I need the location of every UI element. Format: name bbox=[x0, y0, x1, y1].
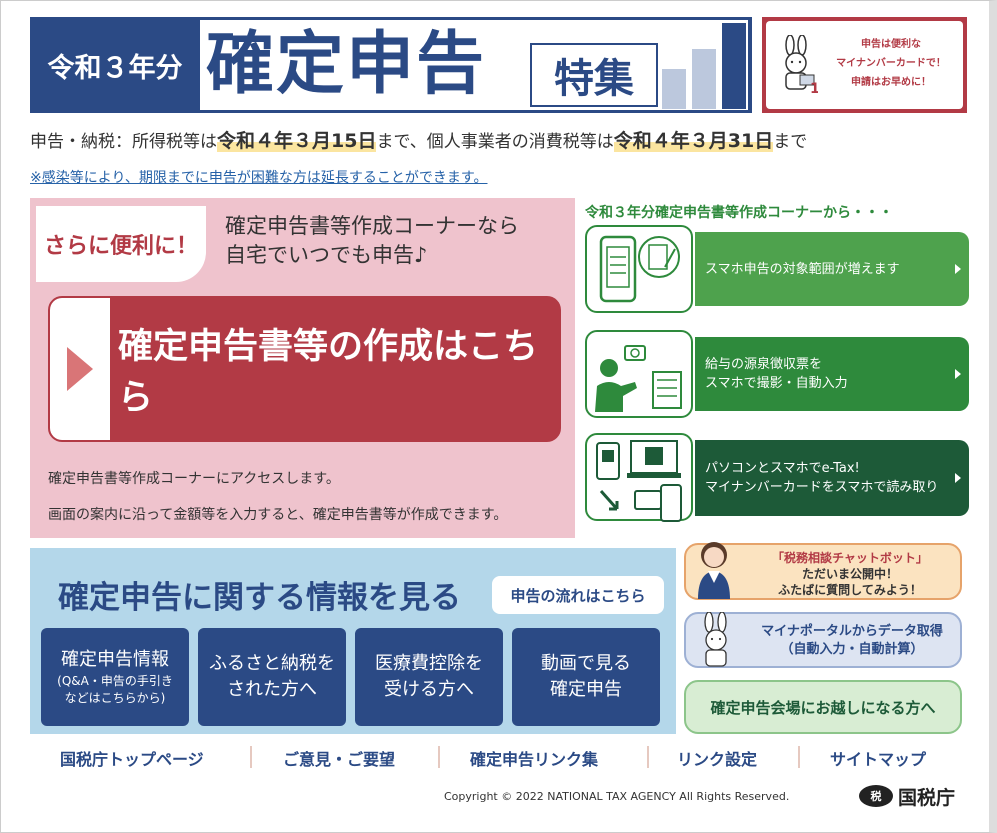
footer-link-feedback[interactable]: ご意見・ご要望 bbox=[283, 750, 396, 769]
pc-smartphone-qr-icon bbox=[585, 433, 693, 522]
svg-text:1: 1 bbox=[810, 81, 818, 95]
woman-avatar-icon bbox=[698, 542, 730, 599]
deadline-date-1: 令和４年３月15日 bbox=[217, 130, 377, 152]
header-banner: 令和３年分 確定申告 特集 bbox=[30, 17, 752, 113]
nta-emblem-icon: 税 bbox=[859, 785, 893, 807]
tile-medical-deduction[interactable]: 医療費控除を 受ける方へ bbox=[355, 628, 503, 726]
rabbit-mascot-icon: 1 bbox=[785, 35, 818, 95]
footer-link-links[interactable]: 確定申告リンク集 bbox=[470, 750, 599, 769]
chevron-right-icon bbox=[955, 264, 961, 274]
svg-text:税: 税 bbox=[871, 789, 882, 803]
mynumber-promo-banner[interactable]: 1 申告は便利な マイナンバーカードで！ 申請はお早めに！ bbox=[762, 17, 967, 113]
footer-separator bbox=[647, 746, 649, 768]
chevron-right-icon bbox=[955, 473, 961, 483]
tile-video[interactable]: 動画で見る 確定申告 bbox=[512, 628, 660, 726]
feature-item-smartphone[interactable]: スマホ申告の対象範囲が増えます bbox=[585, 225, 969, 313]
footer-separator bbox=[250, 746, 252, 768]
features-title: 令和３年分確定申告書等作成コーナーから・・・ bbox=[585, 205, 893, 221]
footer-separator bbox=[438, 746, 440, 768]
photo-document-icon bbox=[585, 330, 693, 418]
nta-name: 国税庁 bbox=[898, 786, 956, 809]
rabbit-mascot-icon bbox=[704, 612, 727, 667]
filing-flow-button[interactable]: 申告の流れはこちら bbox=[492, 576, 664, 614]
feature-item-withholding[interactable]: 給与の源泉徴収票を スマホで撮影・自動入力 bbox=[585, 330, 969, 418]
header-year: 令和３年分 bbox=[47, 52, 183, 84]
extension-link[interactable]: ※感染等により、期限までに申告が困難な方は延長することができます。 bbox=[30, 170, 488, 186]
chatbot-line-2: ただいま公開中！ bbox=[801, 567, 898, 581]
feature-button-etax[interactable]: パソコンとスマホでe-Tax! マイナンバーカードをスマホで読み取り bbox=[695, 440, 969, 516]
footer-separator bbox=[798, 746, 800, 768]
create-note-2: 画面の案内に沿って金額等を入力すると、確定申告書等が作成できます。 bbox=[48, 507, 508, 523]
info-section: 確定申告に関する情報を見る 申告の流れはこちら 確定申告情報 (Q&A・申告の手… bbox=[30, 548, 676, 734]
header-sub-title: 特集 bbox=[530, 43, 658, 107]
chatbot-title: 「税務相談チャットボット」 bbox=[772, 551, 928, 565]
info-title: 確定申告に関する情報を見る bbox=[58, 580, 461, 616]
feature-item-etax[interactable]: パソコンとスマホでe-Tax! マイナンバーカードをスマホで読み取り bbox=[585, 433, 969, 522]
create-return-button[interactable]: 確定申告書等の作成はこちら bbox=[48, 296, 561, 442]
nta-logo[interactable]: 税 国税庁 bbox=[858, 783, 955, 809]
footer-link-sitemap[interactable]: サイトマップ bbox=[830, 750, 927, 769]
create-lead: 確定申告書等作成コーナーなら 自宅でいつでも申告♪ bbox=[225, 214, 519, 267]
create-note-1: 確定申告書等作成コーナーにアクセスします。 bbox=[48, 471, 340, 487]
bar-graphic-icon bbox=[662, 23, 748, 109]
header-main-title: 確定申告 bbox=[206, 25, 487, 104]
promo-line-2: マイナンバーカードで！ bbox=[836, 58, 946, 69]
mynaportal-card[interactable]: マイナポータルからデータ取得 （自動入力・自動計算） bbox=[684, 612, 962, 668]
chatbot-line-3: ふたばに質問してみよう！ bbox=[778, 583, 922, 597]
promo-line-1: 申告は便利な bbox=[861, 39, 921, 50]
tile-filing-info[interactable]: 確定申告情報 (Q&A・申告の手引き などはこちらから) bbox=[41, 628, 189, 726]
copyright: Copyright © 2022 NATIONAL TAX AGENCY All… bbox=[444, 790, 790, 803]
deadline-date-2: 令和４年３月31日 bbox=[613, 130, 774, 152]
create-section: さらに便利に！ 確定申告書等作成コーナーなら 自宅でいつでも申告♪ 確定申告書等… bbox=[30, 198, 575, 538]
portal-line-1: マイナポータルからデータ取得 bbox=[761, 624, 943, 639]
tile-furusato[interactable]: ふるさと納税を された方へ bbox=[198, 628, 346, 726]
portal-line-2: （自動入力・自動計算） bbox=[780, 642, 924, 657]
convenience-badge: さらに便利に！ bbox=[36, 206, 206, 282]
footer-link-settings[interactable]: リンク設定 bbox=[677, 750, 758, 769]
arrow-right-icon bbox=[67, 347, 93, 391]
venue-card[interactable]: 確定申告会場にお越しになる方へ bbox=[684, 680, 962, 734]
promo-line-3: 申請はお早めに！ bbox=[851, 77, 931, 88]
chatbot-card[interactable]: 「税務相談チャットボット」 ただいま公開中！ ふたばに質問してみよう！ bbox=[684, 542, 962, 600]
footer-link-top[interactable]: 国税庁トップページ bbox=[60, 750, 204, 769]
chevron-right-icon bbox=[955, 369, 961, 379]
smartphone-form-icon bbox=[585, 225, 693, 313]
deadline-text: 申告・納税：所得税等は令和４年３月15日まで、個人事業者の消費税等は令和４年３月… bbox=[30, 130, 808, 152]
feature-button-withholding[interactable]: 給与の源泉徴収票を スマホで撮影・自動入力 bbox=[695, 337, 969, 411]
create-return-label: 確定申告書等の作成はこちら bbox=[118, 327, 539, 418]
feature-button-smartphone[interactable]: スマホ申告の対象範囲が増えます bbox=[695, 232, 969, 306]
